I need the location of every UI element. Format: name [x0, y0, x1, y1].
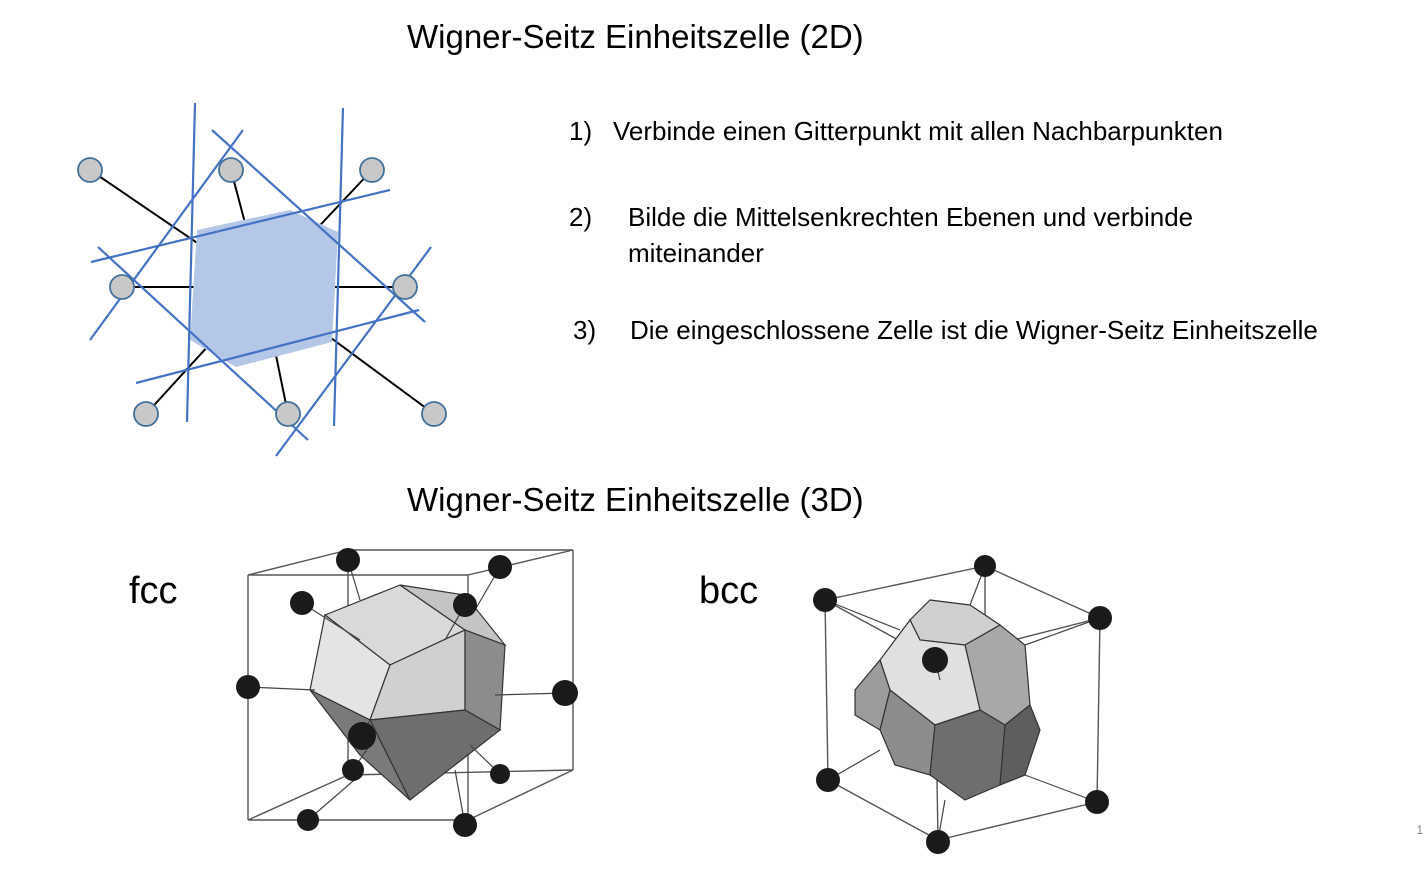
- polyhedron-face: [929, 709, 1006, 801]
- bcc-wigner-seitz-diagram: [813, 555, 1112, 854]
- title-3d: Wigner-Seitz Einheitszelle (3D): [407, 481, 864, 518]
- bisector-line: [90, 188, 391, 264]
- atom: [813, 588, 837, 612]
- atom: [1088, 606, 1112, 630]
- wigner-seitz-cell: [190, 210, 338, 367]
- step-1-number: 1): [569, 116, 593, 146]
- bisector-line: [135, 308, 420, 385]
- bisector-line: [332, 107, 345, 427]
- atom: [552, 680, 578, 706]
- fcc-label: fcc: [129, 570, 178, 612]
- lattice-point: [133, 401, 159, 427]
- atom: [342, 759, 364, 781]
- lattice-point: [275, 401, 301, 427]
- step-3-text: Die eingeschlossene Zelle ist die Wigner…: [630, 315, 1318, 345]
- step-1-text: Verbinde einen Gitterpunkt mit allen Nac…: [613, 116, 1223, 146]
- lattice-point: [392, 274, 418, 300]
- step-2: 2) Bilde die Mittelsenkrechten Ebenen un…: [569, 199, 1349, 279]
- fcc-wigner-seitz-diagram: [236, 548, 578, 837]
- atom: [236, 675, 260, 699]
- title-2d: Wigner-Seitz Einheitszelle (2D): [407, 18, 864, 55]
- fcc-polyhedron: [309, 584, 507, 801]
- step-2-number: 2): [569, 202, 593, 232]
- bisector-line: [185, 102, 197, 423]
- atom: [297, 809, 319, 831]
- lattice-point: [77, 157, 103, 183]
- wigner-seitz-2d-diagram: [77, 102, 447, 457]
- atom: [490, 764, 510, 784]
- atom: [453, 593, 477, 617]
- atom: [974, 555, 996, 577]
- bisector-line: [97, 246, 309, 441]
- atom: [816, 768, 840, 792]
- step-3: 3) Die eingeschlossene Zelle ist die Wig…: [573, 312, 1425, 352]
- atom: [1085, 790, 1109, 814]
- bisector-line: [89, 129, 244, 341]
- step-2-text: Bilde die Mittelsenkrechten Ebenen und v…: [628, 202, 1194, 268]
- atom: [926, 830, 950, 854]
- lattice-points: [77, 157, 447, 427]
- lattice-point: [359, 157, 385, 183]
- lattice-point: [421, 401, 447, 427]
- step-1: 1) Verbinde einen Gitterpunkt mit allen …: [569, 113, 1389, 153]
- polyhedron-face: [999, 704, 1041, 786]
- atom: [348, 722, 376, 750]
- polyhedron-face: [369, 709, 502, 801]
- page-number: 1: [1416, 823, 1423, 837]
- atom: [336, 548, 360, 572]
- fcc-atoms: [236, 548, 578, 837]
- atom: [922, 647, 948, 673]
- step-3-number: 3): [573, 315, 597, 345]
- bcc-label: bcc: [699, 570, 759, 612]
- bisector-line: [211, 129, 426, 323]
- atom: [488, 555, 512, 579]
- lattice-point: [218, 157, 244, 183]
- lattice-point: [109, 274, 135, 300]
- bcc-polyhedron: [854, 599, 1041, 801]
- atom: [453, 813, 477, 837]
- bcc-atoms: [813, 555, 1112, 854]
- atom: [290, 591, 314, 615]
